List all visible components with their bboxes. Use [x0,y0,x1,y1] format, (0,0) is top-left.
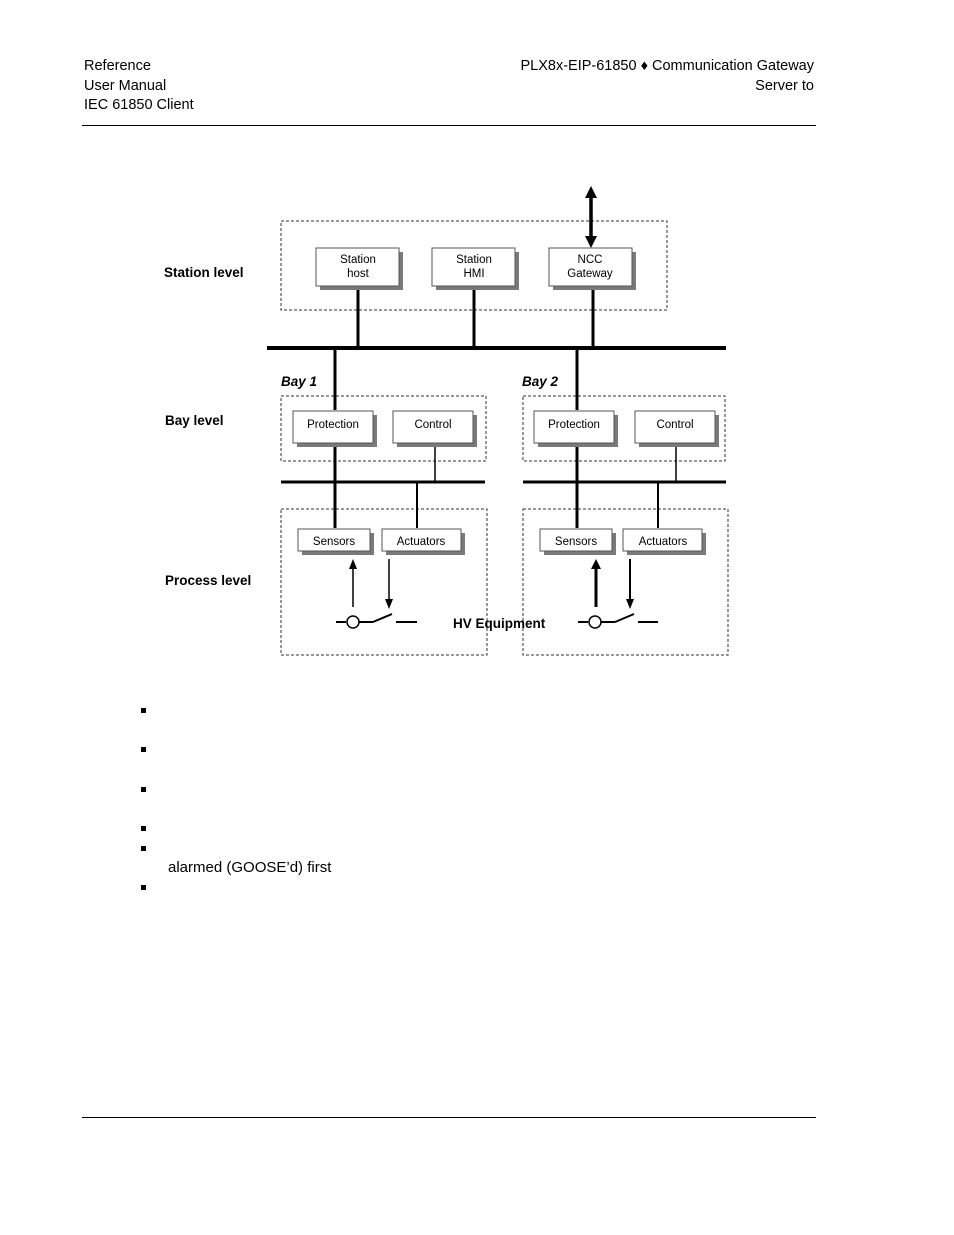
header-right: PLX8x-EIP-61850 ♦ Communication Gateway … [520,57,814,96]
substation-architecture-diagram: Station host Station HMI NCC Gateway Pro… [164,186,729,656]
bay2-hv-switch [578,613,658,629]
bullet-continuation-text: alarmed (GOOSE’d) first [168,859,332,876]
station-host-line1: Station [340,254,376,266]
header-section: IEC 61850 Client [84,97,194,113]
process-level-label: Process level [165,573,251,588]
bullet-marker [141,846,146,851]
bay2-frame [522,395,726,462]
bay1-sensors-label: Sensors [313,536,355,548]
bullet-marker [141,885,146,890]
bay-level-label: Bay level [165,413,224,428]
ncc-gateway-line2: Gateway [567,268,613,280]
bay2-protection-label: Protection [548,419,600,431]
bay1-actuators-box [381,528,462,552]
header-subtitle: Server to [755,77,814,94]
bay1-protection-label: Protection [307,419,359,431]
ncc-gateway-box [548,247,633,287]
bay1-protection-box [292,410,374,444]
station-hmi-line2: HMI [463,268,484,280]
bay2-sensors-label: Sensors [555,536,597,548]
bay1-actuators-label: Actuators [397,536,446,548]
station-host-line2: host [347,268,370,280]
station-level-label: Station level [164,265,244,280]
header-rule [82,125,816,126]
bullet-marker [141,708,146,713]
bay1-frame [280,395,487,462]
header-product: PLX8x-EIP-61850 ♦ Communication Gateway [520,58,814,74]
bay2-actuators-label: Actuators [639,536,688,548]
bay1-label: Bay 1 [281,374,317,389]
ncc-gateway-line1: NCC [578,254,603,266]
bay2-process-frame [522,508,729,656]
bay2-sensors-box [539,528,613,552]
bay2-control-label: Control [656,419,693,431]
bay1-control-box [392,410,474,444]
bay2-actuators-box [622,528,703,552]
bullet-marker [141,747,146,752]
header-doc-type: Reference [84,58,151,74]
bullet-marker [141,826,146,831]
bullet-marker [141,787,146,792]
bay1-control-label: Control [414,419,451,431]
footer-rule [82,1117,816,1118]
header-manual: User Manual [84,77,167,94]
bay1-process-frame [280,508,488,656]
station-hmi-line1: Station [456,254,492,266]
bay2-control-box [634,410,716,444]
station-hmi-box [431,247,516,287]
bay1-hv-switch [336,613,417,629]
ncc-uplink-arrow [585,186,597,248]
bay2-label: Bay 2 [522,374,559,389]
station-host-box [315,247,400,287]
bay2-protection-box [533,410,615,444]
header-left: Reference User Manual IEC 61850 Client [84,57,194,116]
hv-equipment-label: HV Equipment [453,616,546,631]
bay1-sensors-box [297,528,371,552]
